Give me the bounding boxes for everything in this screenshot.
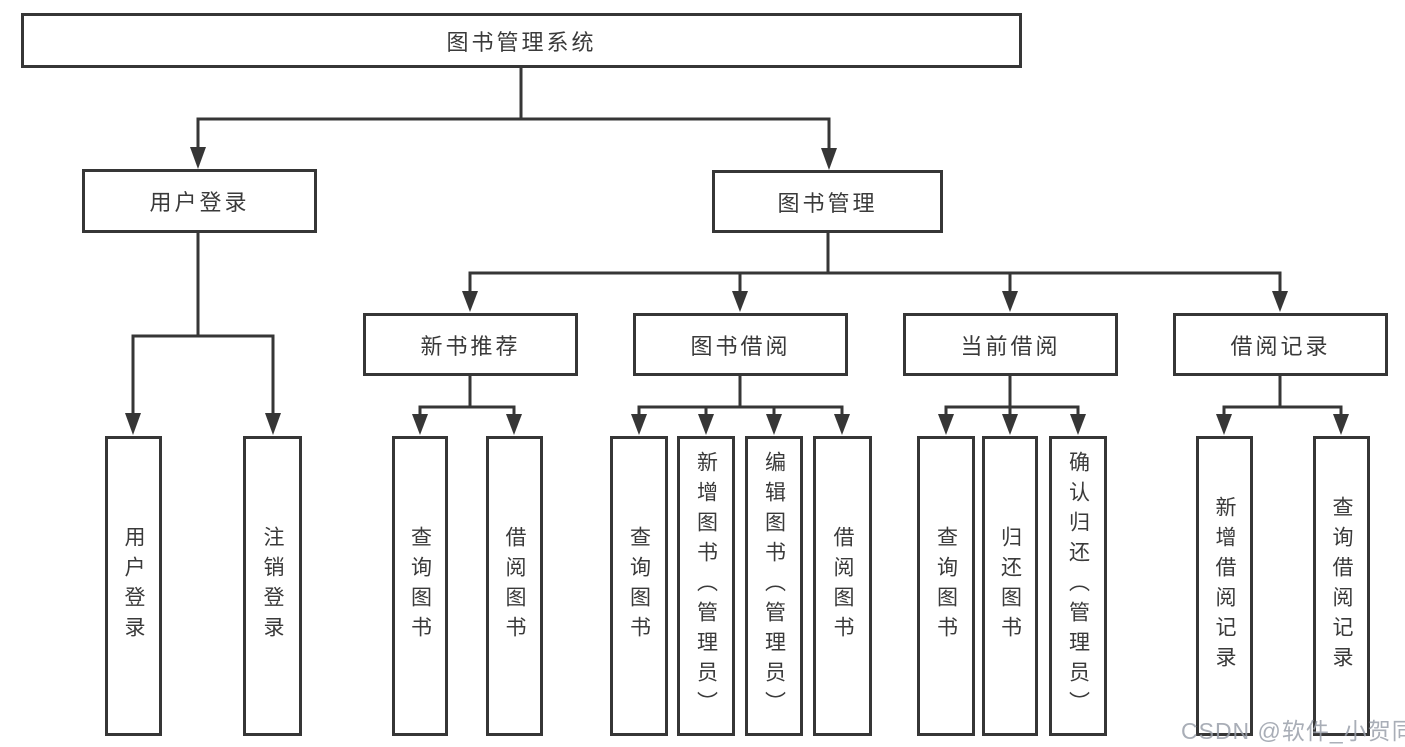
node-current-borrow: 当前借阅: [903, 313, 1118, 376]
connector-current-borrow: [944, 376, 1080, 419]
node-label: 图书管理: [777, 190, 878, 216]
leaf-borrow-query-books: 查询图书: [610, 436, 668, 736]
leaf-records-add-borrow-record: 新增借阅记录: [1196, 436, 1253, 736]
node-user-login: 用户登录: [82, 169, 317, 233]
leaf-label: 查询借阅记录: [1330, 496, 1353, 676]
leaf-label: 注销登录: [261, 526, 284, 646]
node-library-management-system: 图书管理系统: [21, 13, 1022, 68]
node-label: 图书管理系统: [446, 29, 597, 55]
connector-new-book: [418, 376, 516, 419]
leaf-borrow-add-books-admin: 新增图书（管理员）: [677, 436, 735, 736]
leaf-user-login: 用户登录: [105, 436, 162, 736]
connector-borrow-records: [1222, 376, 1343, 419]
arrowheads: [125, 147, 1349, 435]
node-label: 借阅记录: [1230, 333, 1331, 359]
leaf-label: 确认归还（管理员）: [1066, 451, 1090, 721]
leaf-current-query-books: 查询图书: [917, 436, 975, 736]
leaf-label: 借阅图书: [503, 526, 526, 646]
connector-user-login: [131, 233, 275, 414]
leaf-label: 查询图书: [934, 526, 958, 646]
leaf-records-query-borrow-record: 查询借阅记录: [1313, 436, 1370, 736]
connector-book-management: [468, 233, 1282, 295]
node-label: 图书借阅: [690, 333, 791, 359]
leaf-label: 归还图书: [998, 526, 1022, 646]
leaf-label: 借阅图书: [831, 526, 854, 646]
leaf-newrec-query-books: 查询图书: [392, 436, 448, 736]
leaf-label: 查询图书: [627, 526, 651, 646]
connector-root: [196, 68, 831, 151]
csdn-watermark: CSDN @软件_小贺同学: [1181, 718, 1405, 744]
node-label: 当前借阅: [960, 333, 1061, 359]
leaf-label: 查询图书: [408, 526, 432, 646]
leaf-borrow-edit-books-admin: 编辑图书（管理员）: [745, 436, 803, 736]
node-borrow-records: 借阅记录: [1173, 313, 1388, 376]
leaf-current-confirm-return-admin: 确认归还（管理员）: [1049, 436, 1107, 736]
node-book-management: 图书管理: [712, 170, 943, 233]
leaf-newrec-borrow-books: 借阅图书: [486, 436, 543, 736]
leaf-borrow-borrow-books: 借阅图书: [813, 436, 872, 736]
node-label: 用户登录: [149, 190, 250, 215]
leaf-label: 编辑图书（管理员）: [762, 451, 786, 721]
leaf-logout: 注销登录: [243, 436, 302, 736]
leaf-label: 新增借阅记录: [1213, 496, 1236, 676]
node-label: 新书推荐: [420, 333, 521, 359]
leaf-current-return-books: 归还图书: [982, 436, 1038, 736]
leaf-label: 新增图书（管理员）: [694, 451, 718, 721]
node-new-book-recommend: 新书推荐: [363, 313, 578, 376]
node-book-borrow: 图书借阅: [633, 313, 848, 376]
leaf-label: 用户登录: [122, 526, 145, 646]
connector-book-borrow: [637, 376, 844, 419]
